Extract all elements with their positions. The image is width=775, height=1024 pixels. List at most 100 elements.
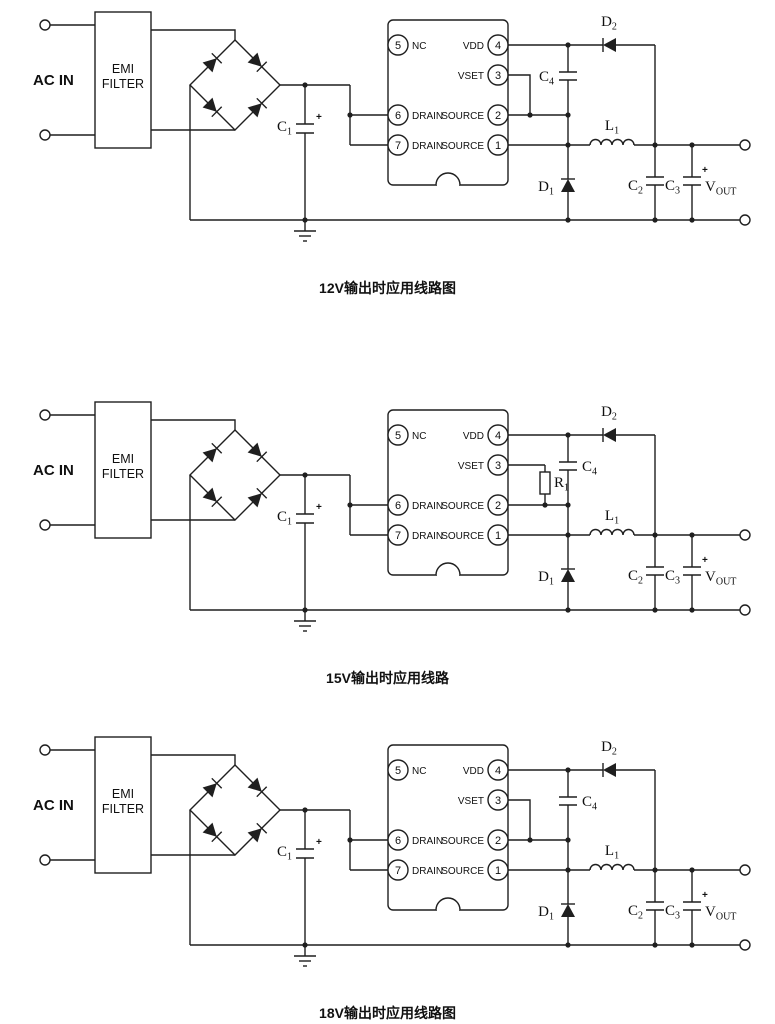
circuit-18v: AC IN EMI FILTER (0, 725, 775, 1023)
emi-label: EMI (112, 452, 134, 466)
component-labels: C1 + R1 C4 D2 D1 L1 C2 C3 + VOUT (277, 404, 736, 588)
pin-2-number: 2 (495, 500, 501, 512)
c1-polarity-mark: + (316, 112, 322, 123)
label-c4: C4 (582, 794, 597, 813)
resistor-r1 (508, 464, 551, 505)
pin-4-number: 4 (495, 430, 501, 442)
vout-terminal-bottom (739, 604, 751, 616)
pin-6 (387, 104, 409, 126)
ac-terminal-bottom (39, 519, 51, 531)
pin-5 (387, 759, 409, 781)
pin-5 (387, 424, 409, 446)
ac-input: AC IN (33, 19, 95, 141)
filter-label: FILTER (102, 467, 144, 481)
pin-6-number: 6 (395, 110, 401, 122)
ground-symbol (294, 220, 316, 242)
pin-4-name: VDD (463, 41, 484, 52)
pin-3-name: VSET (458, 461, 484, 472)
inductor-l1 (589, 138, 635, 146)
pin-7-name: DRAIN (412, 531, 443, 542)
label-c1: C1 (277, 844, 292, 863)
emi-filter: EMI FILTER (94, 401, 152, 539)
diode-d2-icon (602, 37, 617, 53)
circuit-15v: AC IN EMI FILTER (0, 390, 775, 688)
ic-notch (435, 562, 461, 576)
circuit-12v: AC IN EMI FILTER (0, 0, 775, 298)
pin-4-name: VDD (463, 431, 484, 442)
switcher-ic: 5 NC 6 DRAIN 7 DRAIN 4 VDD 3 VSET 2 SOUR… (387, 744, 509, 912)
pin-6 (387, 494, 409, 516)
vout-terminal-top (739, 864, 751, 876)
label-c1: C1 (277, 509, 292, 528)
label-l1: L1 (605, 843, 619, 862)
filter-label: FILTER (102, 77, 144, 91)
bulk-capacitor-c1 (296, 475, 314, 610)
pin-1-name: SOURCE (441, 531, 484, 542)
pin-5-number: 5 (395, 40, 401, 52)
diode-d1-icon (560, 903, 576, 918)
label-vout: VOUT (705, 904, 736, 923)
label-c4: C4 (582, 459, 597, 478)
label-l1: L1 (605, 118, 619, 137)
dc-link-wires (349, 85, 388, 146)
label-d2: D2 (601, 404, 617, 423)
diode-d1-icon (560, 568, 576, 583)
caption-15v: 15V输出时应用线路 (326, 670, 449, 686)
label-d2: D2 (601, 739, 617, 758)
label-d1: D1 (538, 569, 554, 588)
ground-symbol (294, 945, 316, 967)
pin-5-number: 5 (395, 430, 401, 442)
pin-6-number: 6 (395, 835, 401, 847)
pin-7 (387, 524, 409, 546)
vout-terminal-bottom (739, 939, 751, 951)
pin-4-name: VDD (463, 766, 484, 777)
pin-5-name: NC (412, 766, 426, 777)
junction-dots (302, 42, 695, 223)
label-c3: C3 (665, 903, 680, 922)
label-d1: D1 (538, 904, 554, 923)
inductor-l1 (589, 528, 635, 536)
pin-4-number: 4 (495, 40, 501, 52)
pin-5-name: NC (412, 431, 426, 442)
output-stage (190, 762, 751, 951)
caption-18v: 18V输出时应用线路图 (319, 1005, 456, 1021)
label-vout: VOUT (705, 569, 736, 588)
bridge-rectifier (151, 754, 350, 945)
label-c3: C3 (665, 178, 680, 197)
pin-7-number: 7 (395, 865, 401, 877)
label-c2: C2 (628, 568, 643, 587)
ground-symbol (294, 610, 316, 632)
label-l1: L1 (605, 508, 619, 527)
vout-terminal-bottom (739, 214, 751, 226)
label-c2: C2 (628, 903, 643, 922)
switcher-ic: 5 NC 6 DRAIN 7 DRAIN 4 VDD 3 VSET 2 SOUR… (387, 409, 509, 577)
pin-7-number: 7 (395, 140, 401, 152)
label-r1: R1 (554, 475, 569, 494)
ac-in-label: AC IN (33, 462, 74, 479)
ac-terminal-top (39, 744, 51, 756)
pin-2-name: SOURCE (441, 501, 484, 512)
caption-12v: 12V输出时应用线路图 (319, 280, 456, 296)
pin-2-name: SOURCE (441, 836, 484, 847)
pin-7-name: DRAIN (412, 141, 443, 152)
pin-6 (387, 829, 409, 851)
vset-tie-wire (508, 799, 531, 840)
pin-2-number: 2 (495, 110, 501, 122)
output-stage (190, 427, 751, 616)
schematic-18v: AC IN EMI FILTER (33, 736, 751, 967)
component-labels: C1 + C4 D2 D1 L1 C2 C3 + VOUT (277, 14, 736, 198)
pin-7-number: 7 (395, 530, 401, 542)
inductor-l1 (589, 863, 635, 871)
diode-d2-icon (602, 762, 617, 778)
c1-polarity-mark: + (316, 502, 322, 513)
dc-link-wires (349, 810, 388, 871)
junction-dots (302, 432, 695, 613)
pin-2-number: 2 (495, 835, 501, 847)
bridge-rectifier (151, 29, 350, 220)
dc-link-wires (349, 475, 388, 536)
pin-6-name: DRAIN (412, 111, 443, 122)
c3-polarity-mark: + (702, 165, 708, 176)
switcher-ic: 5 NC 6 DRAIN 7 DRAIN 4 VDD 3 VSET 2 SOUR… (387, 19, 509, 187)
ac-input: AC IN (33, 409, 95, 531)
